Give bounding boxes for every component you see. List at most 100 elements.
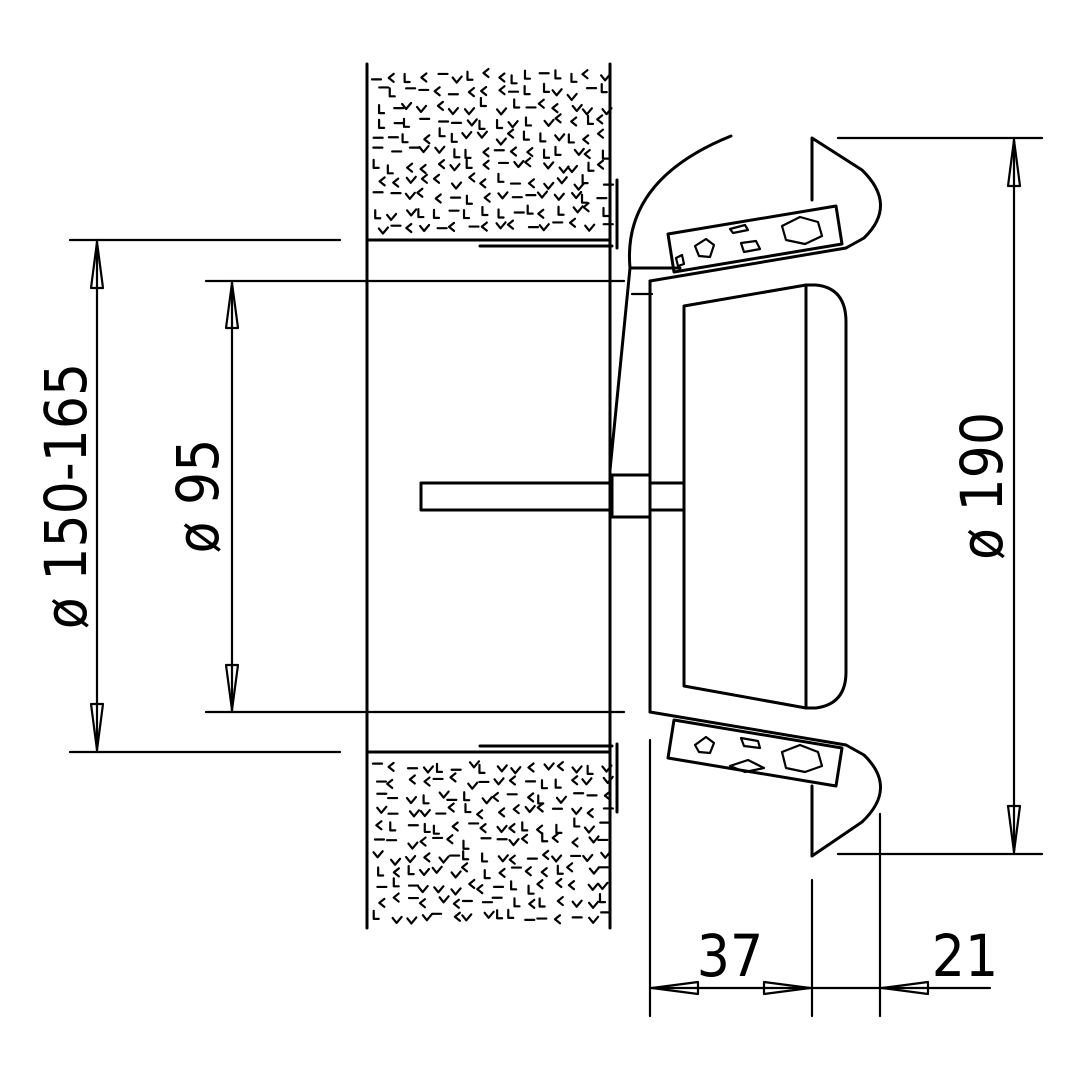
insulation-mark — [419, 836, 427, 847]
insulation-mark — [465, 158, 473, 169]
insulation-mark — [479, 178, 487, 189]
insulation-mark — [418, 867, 431, 877]
insulation-mark — [431, 865, 443, 874]
insulation-mark — [542, 849, 550, 860]
insulation-mark — [491, 791, 500, 803]
dimension-label-duct: ø 95 — [164, 439, 232, 554]
insulation-mark — [555, 795, 568, 804]
insulation-mark — [596, 128, 605, 139]
insulation-mark — [521, 821, 529, 832]
insulation-mark — [506, 128, 515, 139]
insulation-mark — [481, 852, 489, 863]
insulation-mark — [481, 796, 493, 805]
insulation-mark — [556, 895, 564, 907]
insulation-mark — [376, 805, 388, 814]
insulation-mark — [520, 833, 529, 844]
insulation-mark — [496, 824, 508, 833]
insulation-mark — [587, 882, 599, 891]
insulation-mark — [570, 116, 578, 127]
insulation-mark — [400, 101, 413, 111]
insulation-mark — [554, 113, 562, 124]
insulation-mark — [568, 217, 577, 228]
insulation-mark — [461, 130, 473, 140]
insulation-mark — [542, 148, 551, 159]
insulation-mark — [467, 86, 476, 98]
duct-sleeve — [204, 178, 626, 814]
insulation-mark — [571, 837, 579, 848]
wall-section — [365, 62, 615, 930]
insulation-mark — [558, 165, 570, 174]
insulation-mark — [543, 118, 555, 127]
insulation-mark — [464, 148, 472, 159]
insulation-mark — [566, 164, 579, 174]
insulation-mark — [406, 916, 418, 925]
insulation-mark — [374, 209, 382, 220]
insulation-mark — [540, 779, 549, 790]
insulation-mark — [512, 804, 520, 815]
insulation-mark — [389, 857, 402, 866]
insulation-mark — [535, 824, 544, 835]
insulation-mark — [513, 98, 521, 109]
insulation-mark — [536, 879, 544, 890]
insulation-mark — [403, 72, 411, 84]
insulation-mark — [378, 176, 386, 187]
insulation-mark — [582, 134, 590, 145]
insulation-mark — [508, 822, 516, 834]
insulation-mark — [588, 835, 600, 844]
insulation-mark — [596, 159, 605, 170]
insulation-mark — [421, 913, 433, 922]
insulation-mark — [387, 761, 395, 772]
insulation-mark — [581, 107, 593, 116]
dimension-label-valve: ø 190 — [948, 412, 1016, 560]
insulation-mark — [479, 96, 488, 108]
insulation-mark — [497, 854, 509, 863]
insulation-mark — [526, 204, 534, 215]
insulation-mark — [468, 878, 476, 890]
insulation-mark — [602, 775, 614, 784]
insulation-mark — [404, 191, 416, 200]
insulation-mark — [583, 825, 596, 834]
insulation-mark — [401, 133, 409, 144]
insulation-mark — [405, 795, 418, 805]
insulation-mark — [415, 104, 428, 114]
insulation-mark — [495, 107, 508, 116]
insulation-mark — [462, 208, 471, 220]
insulation-mark — [462, 839, 470, 850]
insulation-mark — [581, 69, 589, 80]
insulation-mark — [408, 809, 421, 818]
insulation-mark — [483, 868, 491, 880]
insulation-mark — [392, 867, 400, 878]
insulation-mark — [408, 774, 416, 785]
insulation-mark — [482, 147, 490, 158]
insulation-mark — [420, 72, 428, 83]
insulation-mark — [554, 133, 566, 142]
insulation-mark — [507, 120, 519, 129]
insulation-mark — [571, 765, 583, 774]
insulation-mark — [570, 72, 578, 83]
insulation-mark — [423, 776, 431, 787]
insulation-mark — [476, 130, 488, 139]
insulation-mark — [556, 864, 564, 875]
insulation-mark — [377, 866, 385, 877]
insulation-mark — [524, 804, 536, 814]
insulation-mark — [387, 72, 395, 83]
insulation-mark — [528, 898, 536, 909]
insulation-mark — [537, 98, 545, 109]
spindle — [419, 473, 686, 519]
insulation-mark — [538, 897, 546, 908]
insulation-mark — [522, 130, 531, 141]
valve-body — [648, 136, 882, 858]
insulation-mark — [573, 147, 585, 156]
insulation-mark — [405, 854, 417, 864]
insulation-mark — [480, 85, 488, 97]
insulation-mark — [597, 881, 609, 891]
insulation-mark — [453, 911, 461, 922]
insulation-mark — [372, 909, 380, 921]
insulation-mark — [423, 822, 431, 834]
insulation-mark — [571, 806, 583, 816]
insulation-mark — [423, 852, 431, 863]
insulation-mark — [567, 880, 576, 891]
insulation-mark — [433, 86, 441, 97]
insulation-mark — [462, 850, 470, 861]
insulation-bottom — [371, 760, 615, 925]
